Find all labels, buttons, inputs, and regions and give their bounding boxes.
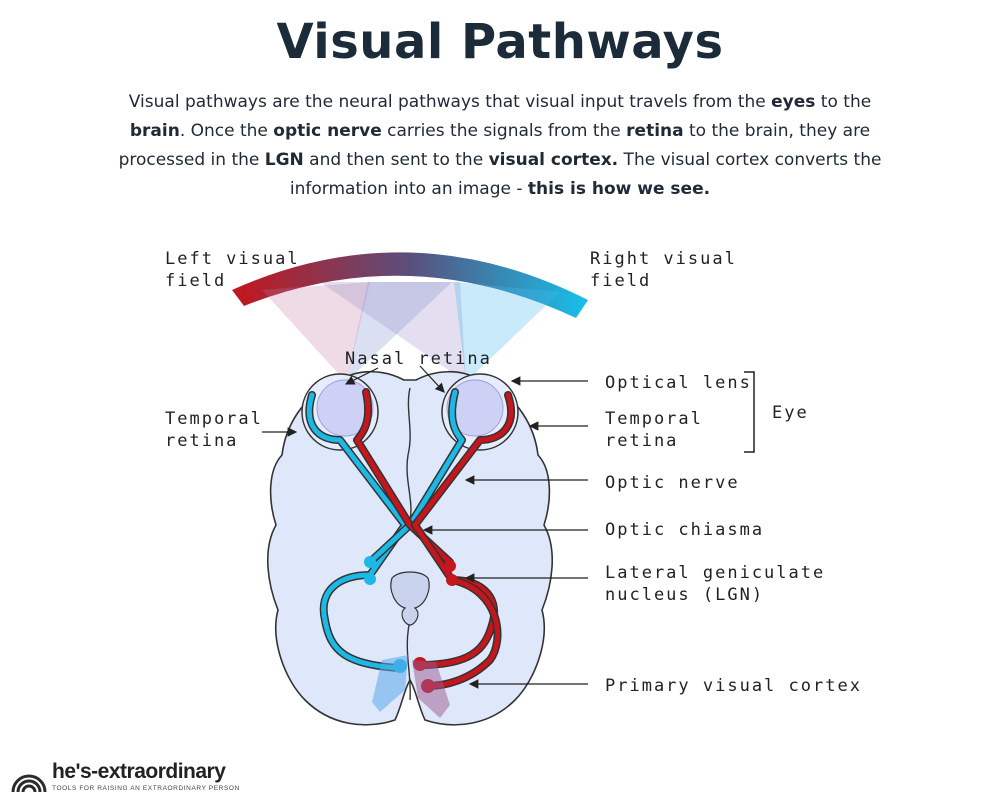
intro-text: Visual pathways are the neural pathways … [128,92,772,112]
optic-nerve-label: Optic nerve [605,473,740,493]
page-title: Visual Pathways [276,14,724,70]
red-visual-pathway [353,388,516,718]
intro-paragraph: Visual pathways are the neural pathways … [110,88,890,204]
intro-text: . Once the [179,121,274,141]
lgn-label: Lateral geniculate [605,563,825,583]
intro-text: The visual cortex converts the informati… [289,150,882,199]
temporal-retina-right-label: Temporal [605,409,703,429]
intro-bold-optic-nerve: optic nerve [273,121,382,141]
right-visual-field-label-2: field [590,271,651,291]
intro-bold-brain: brain [129,121,180,141]
left-visual-field-label: Left visual [165,249,300,269]
visual-field-arc [232,252,588,318]
intro-bold-lgn: LGN [264,150,304,170]
central-fissure [406,387,412,521]
rainbow-logo-icon [11,774,47,793]
intro-bold-how-we-see: this is how we see. [527,179,711,199]
eye-label: Eye [772,403,809,423]
primary-visual-cortex-label: Primary visual cortex [605,676,862,696]
left-center-cone [346,282,452,382]
left-field-cone [262,282,370,382]
blue-visual-pathway [305,388,466,712]
nasal-retina-label: Nasal retina [345,349,492,369]
temporal-retina-left-label: Temporal [165,409,263,429]
intro-bold-visual-cortex: visual cortex. [488,150,619,170]
temporal-retina-right-label-2: retina [605,431,678,451]
lgn-label-2: nucleus (LGN) [605,585,764,605]
right-visual-field-label: Right visual [590,249,737,269]
brainstem [390,571,430,626]
intro-text: and then sent to the [303,150,489,170]
optical-lens-label: Optical lens [605,373,752,393]
brand-tagline: TOOLS FOR RAISING AN EXTRAORDINARY PERSO… [52,785,240,792]
intro-bold-retina: retina [626,121,684,141]
right-center-cone [320,282,466,382]
posterior-fissure [406,619,411,701]
eye-bracket [744,371,755,453]
intro-text: carries the signals from the [381,121,627,141]
label-arrows [262,365,588,689]
intro-text: to the brain, they are processed in the [118,121,871,170]
intro-text: to the [815,92,872,112]
brand-name: he's-extraordinary [52,760,226,783]
intro-bold-eyes: eyes [771,92,816,112]
left-visual-field-label-2: field [165,271,226,291]
temporal-retina-left-label-2: retina [165,431,238,451]
right-field-cone [454,282,560,382]
optic-chiasma-label: Optic chiasma [605,520,764,540]
